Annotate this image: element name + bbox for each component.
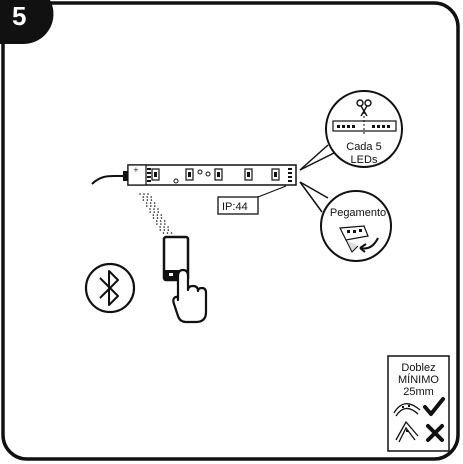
wireless-signal xyxy=(139,193,173,234)
cut-text-line2: LEDs xyxy=(351,154,378,166)
led-chips xyxy=(151,168,280,184)
hand-pointer-icon xyxy=(172,268,208,324)
led-chip-core xyxy=(188,172,191,177)
signal-dot xyxy=(150,205,152,207)
controller-module xyxy=(127,164,147,186)
signal-dot xyxy=(145,202,148,204)
signal-dot xyxy=(143,193,145,195)
signal-dot xyxy=(153,202,156,204)
signal-dot xyxy=(152,214,155,216)
cross-icon xyxy=(426,424,444,442)
signal-dot xyxy=(163,226,165,228)
signal-dot xyxy=(153,211,155,213)
signal-dot xyxy=(159,229,162,231)
signal-dot xyxy=(155,220,158,222)
signal-dot xyxy=(146,196,148,198)
power-cable xyxy=(91,175,124,185)
step-badge: 5 xyxy=(0,0,54,45)
bluetooth-icon xyxy=(84,262,136,314)
bend-note-line2: MÍNIMO xyxy=(398,373,439,386)
adhesive-callout: Pegamento xyxy=(299,181,392,262)
signal-dot xyxy=(154,205,156,207)
signal-dot xyxy=(170,232,173,234)
signal-dot xyxy=(156,223,158,225)
cut-callout: Cada 5 LEDs xyxy=(299,90,403,171)
signal-dot xyxy=(167,229,170,231)
resistor-mark xyxy=(205,171,211,177)
led-chip-core xyxy=(274,172,277,177)
signal-dot xyxy=(146,199,149,201)
signal-dot xyxy=(146,205,148,207)
signal-dot xyxy=(149,208,151,210)
signal-dot xyxy=(150,199,153,201)
signal-dot xyxy=(147,193,149,195)
signal-dot xyxy=(166,232,169,234)
signal-dot xyxy=(157,208,159,210)
signal-dot xyxy=(160,223,162,225)
bend-note-line1: Doblez xyxy=(401,362,435,374)
cut-text-line1: Cada 5 xyxy=(346,141,381,153)
signal-dot xyxy=(159,226,161,228)
resistor-mark xyxy=(197,169,203,175)
signal-dot xyxy=(153,208,155,210)
cable-plug xyxy=(123,171,128,181)
resistor-mark xyxy=(173,178,179,184)
signal-dot xyxy=(156,217,159,219)
signal-dot xyxy=(163,229,166,231)
signal-dot xyxy=(149,202,152,204)
signal-dot xyxy=(162,232,165,234)
signal-dot xyxy=(150,196,152,198)
svg-text:+: + xyxy=(133,166,139,174)
led-strip: + xyxy=(127,164,297,186)
bend-note: Doblez MÍNIMO 25mm xyxy=(387,355,450,452)
signal-dot xyxy=(160,217,163,219)
signal-dot xyxy=(163,220,166,222)
signal-dot xyxy=(157,211,159,213)
signal-dot xyxy=(142,196,144,198)
led-chip-core xyxy=(217,172,220,177)
step-number: 5 xyxy=(12,1,26,31)
ip-rating-text: IP:44 xyxy=(222,201,248,213)
signal-dot xyxy=(142,199,145,201)
adhesive-tape-icon xyxy=(339,225,379,253)
signal-dot xyxy=(149,211,151,213)
signal-dot xyxy=(159,220,162,222)
signal-dot xyxy=(164,223,166,225)
signal-dot xyxy=(160,214,163,216)
led-chip-core xyxy=(154,172,157,177)
adhesive-text: Pegamento xyxy=(330,207,386,219)
gentle-bend-icon xyxy=(393,403,421,417)
signal-dot xyxy=(139,193,141,195)
scissors-icon xyxy=(356,99,372,117)
led-chip-core xyxy=(247,172,250,177)
sharp-bend-icon xyxy=(395,420,419,443)
signal-dot xyxy=(152,217,155,219)
signal-dot xyxy=(156,214,159,216)
ip-rating-label: IP:44 xyxy=(217,185,287,215)
bend-note-line3: 25mm xyxy=(403,386,434,398)
signal-dot xyxy=(167,226,169,228)
check-icon xyxy=(423,397,445,416)
